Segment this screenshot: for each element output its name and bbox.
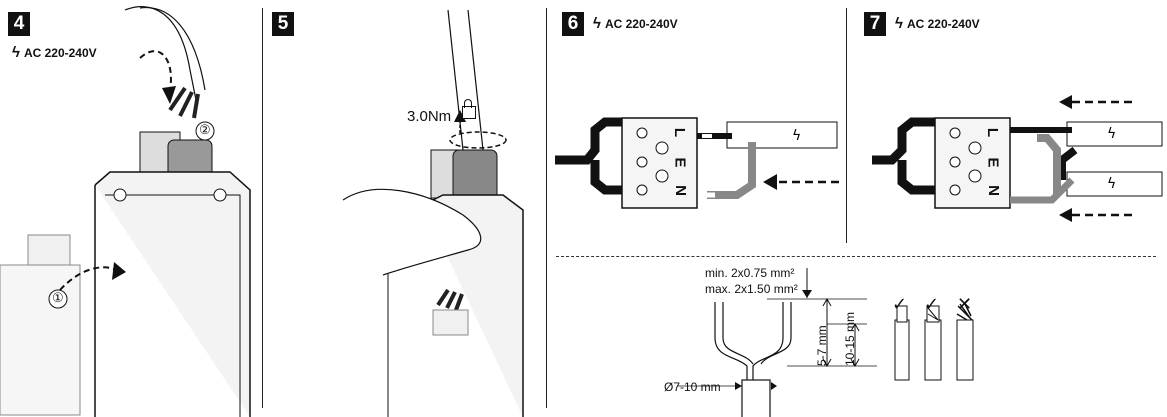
lightning-bolt-icon: ϟ [593, 15, 601, 32]
cable-diameter: Ø7-10 mm [664, 380, 721, 394]
step-4-illustration [0, 6, 251, 417]
step-7-illustration: ϟ ϟ [872, 95, 1163, 222]
step-5-illustration [342, 9, 524, 417]
step-5-torque-label: 3.0Nm [407, 108, 452, 125]
step-4-callout-1: ① [52, 290, 64, 305]
step-4-number: 4 [8, 12, 30, 36]
step-6-illustration: ϟ [555, 117, 839, 209]
terminal-label-l: L [984, 127, 1002, 138]
check-mark-icon: ✓ [892, 294, 908, 315]
terminal-label-e: E [984, 157, 1002, 168]
check-mark-icon: ✓ [924, 294, 940, 315]
terminal-label-l: L [671, 127, 689, 138]
cable-spec-illustration [677, 268, 974, 417]
padlock-shackle [464, 99, 472, 108]
step-7-voltage-label: AC 220-240V [906, 17, 980, 31]
step-7-number: 7 [864, 12, 886, 36]
svg-text:ϟ: ϟ [792, 128, 801, 144]
cross-mark-icon: ✕ [957, 294, 973, 315]
svg-text:ϟ: ϟ [1107, 176, 1116, 192]
min-cross-section: min. 2x0.75 mm² [705, 266, 795, 280]
strip-length: 5-7 mm [815, 325, 829, 366]
divider [846, 8, 847, 243]
step-5-number: 5 [272, 12, 294, 36]
step-6-number: 6 [562, 12, 584, 36]
divider [546, 8, 547, 408]
cable-spec-section: min. 2x0.75 mm² max. 2x1.50 mm² Ø7-10 mm… [547, 258, 1167, 417]
max-cross-section: max. 2x1.50 mm² [705, 282, 798, 296]
step-5-panel: 5 3.0Nm [263, 0, 546, 417]
svg-text:ϟ: ϟ [1107, 126, 1116, 142]
terminal-label-n: N [671, 185, 689, 196]
step-4-voltage-label: AC 220-240V [23, 46, 97, 60]
step-4-callout-2: ② [199, 122, 211, 137]
lightning-bolt-icon: ϟ [12, 44, 20, 61]
terminal-label-e: E [671, 157, 689, 168]
terminal-label-n: N [984, 185, 1002, 196]
dashed-divider [556, 256, 1156, 257]
step-6-voltage-label: AC 220-240V [604, 17, 678, 31]
divider [262, 8, 263, 408]
lightning-bolt-icon: ϟ [895, 15, 903, 32]
sheath-strip-length: 10-15 mm [843, 311, 857, 366]
